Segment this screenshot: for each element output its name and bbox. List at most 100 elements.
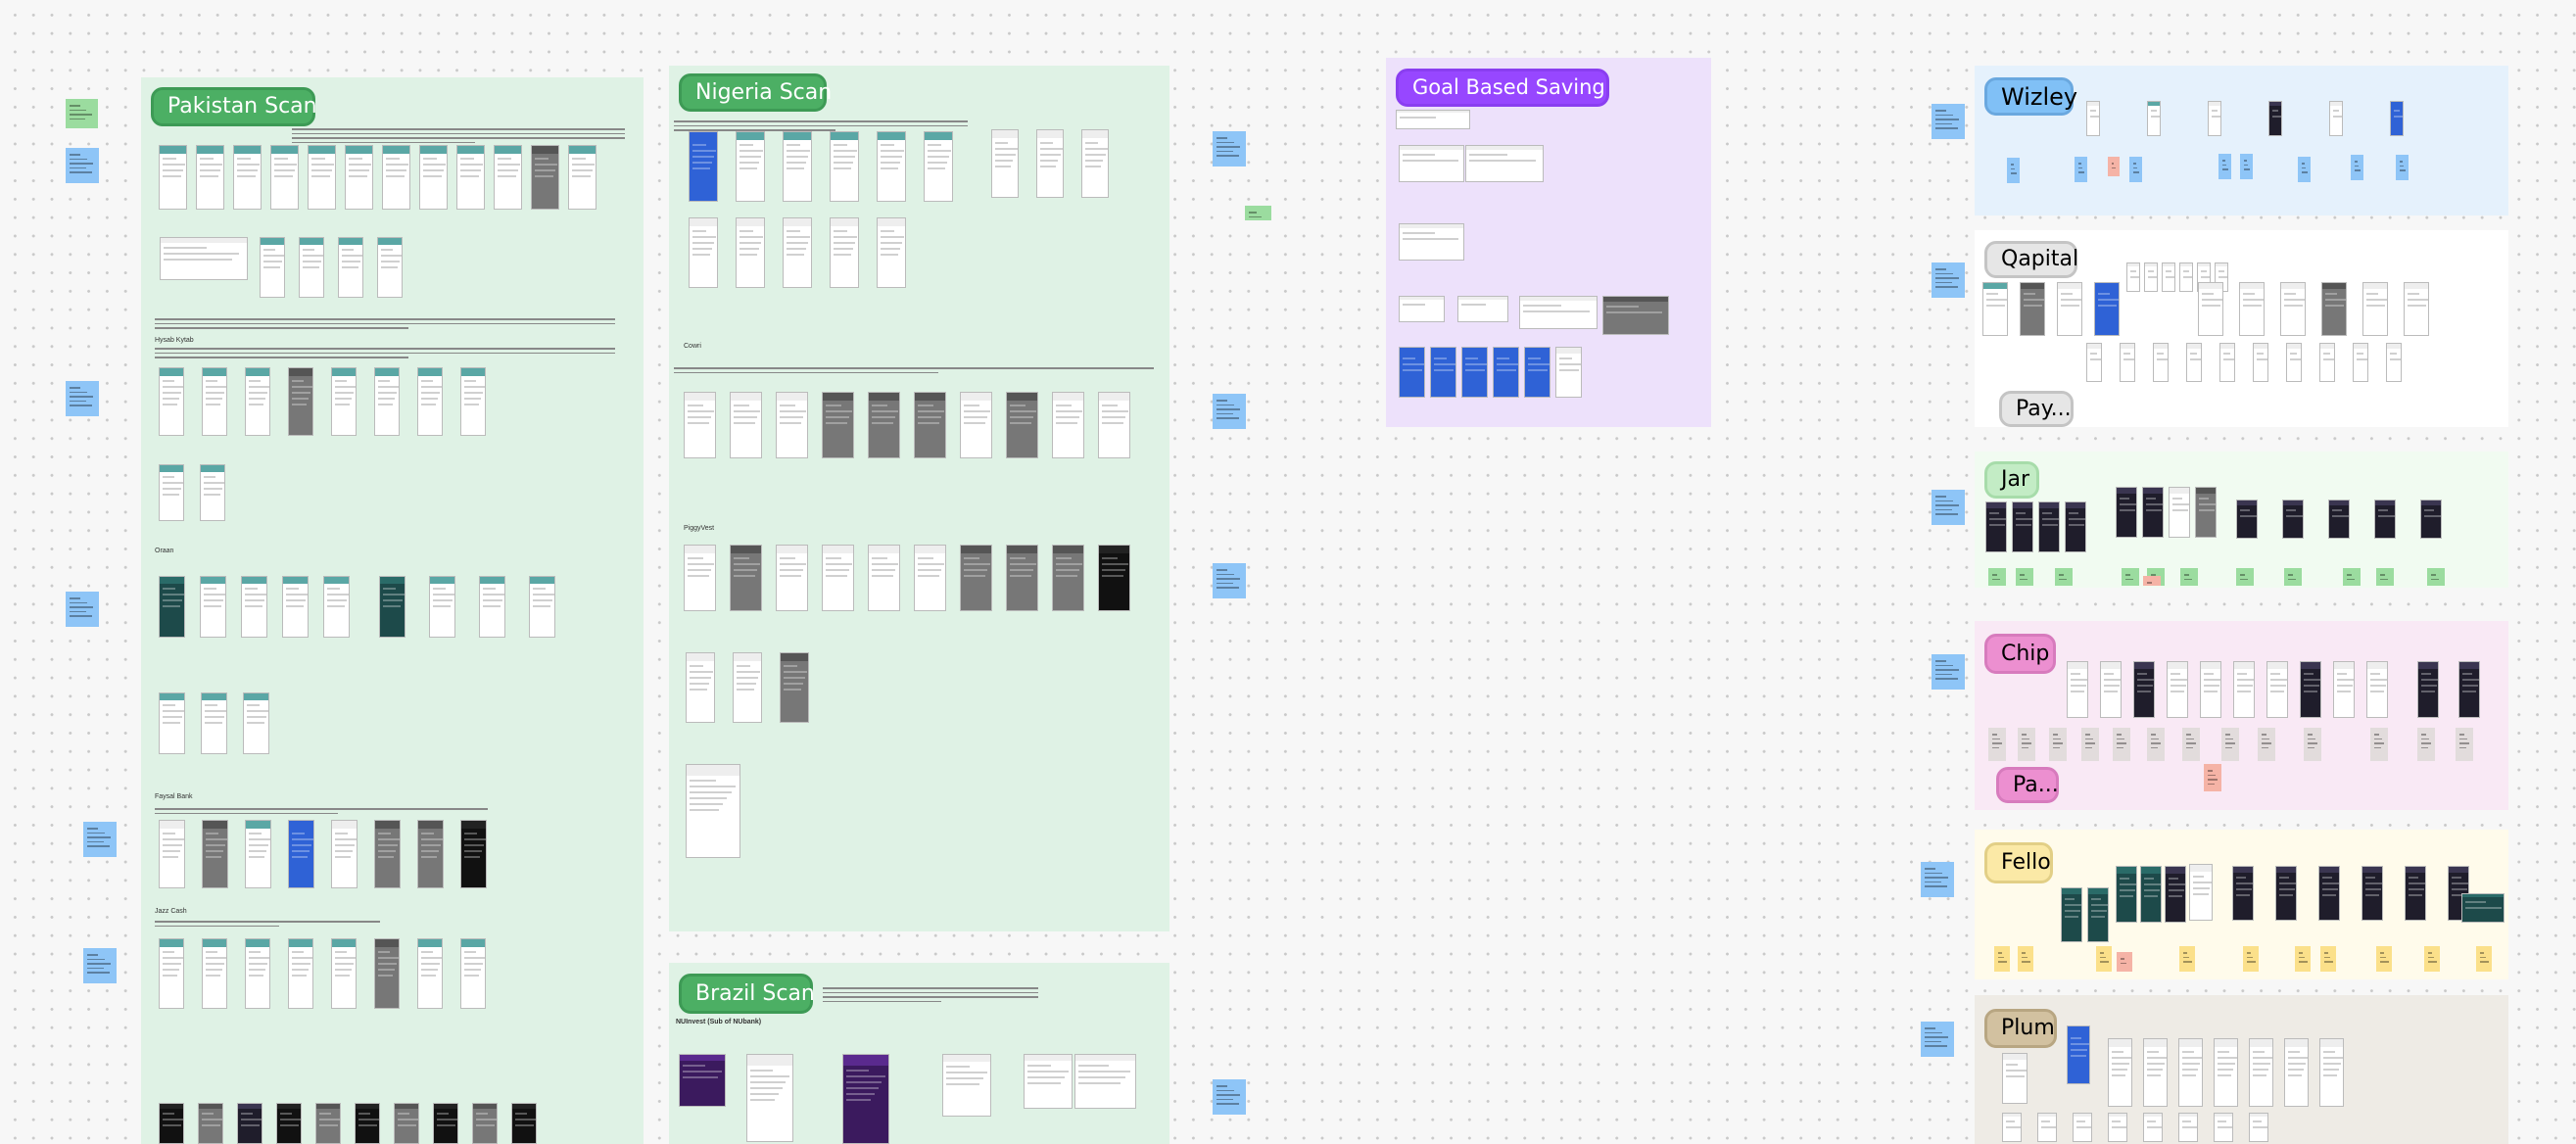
sticky-note[interactable] xyxy=(2113,728,2130,761)
sticky-note[interactable] xyxy=(2298,157,2311,182)
screen-thumbnail[interactable] xyxy=(2374,500,2396,539)
sticky-note[interactable] xyxy=(2236,568,2254,586)
screen-thumbnail[interactable] xyxy=(942,1054,991,1117)
sticky-note[interactable] xyxy=(2055,568,2073,586)
screen-thumbnail[interactable] xyxy=(1036,129,1064,198)
screen-thumbnail[interactable] xyxy=(472,1103,498,1144)
screen-thumbnail[interactable] xyxy=(2333,661,2355,718)
screen-thumbnail[interactable] xyxy=(511,1103,537,1144)
sticky-note[interactable] xyxy=(2218,154,2231,179)
sticky-note-blue[interactable] xyxy=(66,592,99,627)
screen-thumbnail[interactable] xyxy=(2282,500,2304,539)
screen-thumbnail[interactable] xyxy=(2405,866,2426,921)
screen-thumbnail[interactable] xyxy=(331,367,357,436)
sticky-note[interactable] xyxy=(2182,728,2200,761)
screen-thumbnail[interactable] xyxy=(780,652,809,723)
sticky-note[interactable] xyxy=(2295,946,2311,972)
screen-thumbnail[interactable] xyxy=(2012,501,2033,552)
sticky-note[interactable] xyxy=(2108,157,2120,176)
screen-thumbnail[interactable] xyxy=(331,938,357,1009)
screen-thumbnail[interactable] xyxy=(460,820,487,888)
screen-thumbnail[interactable] xyxy=(1052,545,1084,611)
screen-thumbnail[interactable] xyxy=(2108,1038,2132,1107)
screen-thumbnail[interactable] xyxy=(1399,347,1425,398)
sticky-note[interactable] xyxy=(2117,952,2132,972)
screen-thumbnail[interactable] xyxy=(276,1103,302,1144)
screen-thumbnail[interactable] xyxy=(2329,101,2343,136)
screen-thumbnail[interactable] xyxy=(245,820,271,888)
screen-thumbnail[interactable] xyxy=(2214,1038,2238,1107)
screen-thumbnail[interactable] xyxy=(417,820,444,888)
screen-thumbnail[interactable] xyxy=(2147,101,2161,136)
screen-thumbnail[interactable] xyxy=(1430,347,1456,398)
screen-thumbnail[interactable] xyxy=(531,145,559,210)
screen-thumbnail[interactable] xyxy=(2236,500,2258,539)
screen-thumbnail[interactable] xyxy=(686,764,740,858)
screen-thumbnail[interactable] xyxy=(1519,296,1598,329)
screen-thumbnail[interactable] xyxy=(2153,343,2169,382)
screen-thumbnail[interactable] xyxy=(159,576,185,638)
screen-thumbnail[interactable] xyxy=(2266,661,2288,718)
wizley-label[interactable]: Wizley xyxy=(1984,77,2077,116)
screen-thumbnail[interactable] xyxy=(684,392,716,458)
sticky-note[interactable] xyxy=(2147,728,2165,761)
sticky-note[interactable] xyxy=(2476,946,2492,972)
screen-thumbnail[interactable] xyxy=(241,576,267,638)
brazil-scan-label[interactable]: Brazil Scan xyxy=(679,974,815,1014)
screen-thumbnail[interactable] xyxy=(924,131,953,202)
screen-thumbnail[interactable] xyxy=(2233,661,2255,718)
screen-thumbnail[interactable] xyxy=(1461,347,1488,398)
screen-thumbnail[interactable] xyxy=(159,464,184,521)
screen-thumbnail[interactable] xyxy=(2057,282,2082,336)
screen-thumbnail[interactable] xyxy=(2142,487,2164,538)
qapital-label[interactable]: Qapital xyxy=(1984,241,2078,278)
sticky-note[interactable] xyxy=(2456,728,2473,761)
screen-thumbnail[interactable] xyxy=(960,392,992,458)
sticky-note-blue[interactable] xyxy=(1213,131,1246,167)
sticky-note[interactable] xyxy=(1988,728,2006,761)
sticky-note-blue[interactable] xyxy=(1213,394,1246,429)
screen-thumbnail[interactable] xyxy=(355,1103,380,1144)
screen-thumbnail[interactable] xyxy=(684,545,716,611)
screen-thumbnail[interactable] xyxy=(2133,661,2155,718)
screen-thumbnail[interactable] xyxy=(270,145,299,210)
jar-label[interactable]: Jar xyxy=(1984,461,2039,499)
screen-thumbnail[interactable] xyxy=(2232,866,2254,921)
sticky-note-blue[interactable] xyxy=(83,822,117,857)
screen-thumbnail[interactable] xyxy=(822,545,854,611)
screen-thumbnail[interactable] xyxy=(460,938,486,1009)
sticky-note[interactable] xyxy=(1994,946,2010,972)
screen-thumbnail[interactable] xyxy=(308,145,336,210)
screen-thumbnail[interactable] xyxy=(2116,866,2137,923)
screen-thumbnail[interactable] xyxy=(2253,343,2268,382)
sticky-note[interactable] xyxy=(2143,576,2161,586)
chip-label[interactable]: Chip xyxy=(1984,634,2056,674)
screen-thumbnail[interactable] xyxy=(2169,487,2190,538)
screen-thumbnail[interactable] xyxy=(417,938,443,1009)
screen-thumbnail[interactable] xyxy=(374,938,400,1009)
sticky-note[interactable] xyxy=(2240,154,2253,179)
screen-thumbnail[interactable] xyxy=(2094,282,2120,336)
screen-thumbnail[interactable] xyxy=(2321,282,2347,336)
sticky-note[interactable] xyxy=(2396,155,2409,180)
nigeria-scan-label[interactable]: Nigeria Scan xyxy=(679,73,832,112)
screen-thumbnail[interactable] xyxy=(200,464,225,521)
sticky-note-blue[interactable] xyxy=(1932,654,1965,690)
screen-thumbnail[interactable] xyxy=(419,145,448,210)
sticky-note[interactable] xyxy=(2016,568,2033,586)
screen-thumbnail[interactable] xyxy=(260,237,285,298)
screen-thumbnail[interactable] xyxy=(746,1054,793,1142)
screen-thumbnail[interactable] xyxy=(1074,1054,1136,1109)
screen-thumbnail[interactable] xyxy=(2286,343,2302,382)
screen-thumbnail[interactable] xyxy=(2318,866,2340,921)
sticky-note[interactable] xyxy=(2284,568,2302,586)
screen-thumbnail[interactable] xyxy=(2319,343,2335,382)
screen-thumbnail[interactable] xyxy=(2239,282,2265,336)
screen-thumbnail[interactable] xyxy=(689,217,718,288)
screen-thumbnail[interactable] xyxy=(1399,223,1464,261)
screen-thumbnail[interactable] xyxy=(776,392,808,458)
sticky-note-blue[interactable] xyxy=(66,381,99,416)
screen-thumbnail[interactable] xyxy=(2086,343,2102,382)
screen-thumbnail[interactable] xyxy=(730,392,762,458)
screen-thumbnail[interactable] xyxy=(2386,343,2402,382)
